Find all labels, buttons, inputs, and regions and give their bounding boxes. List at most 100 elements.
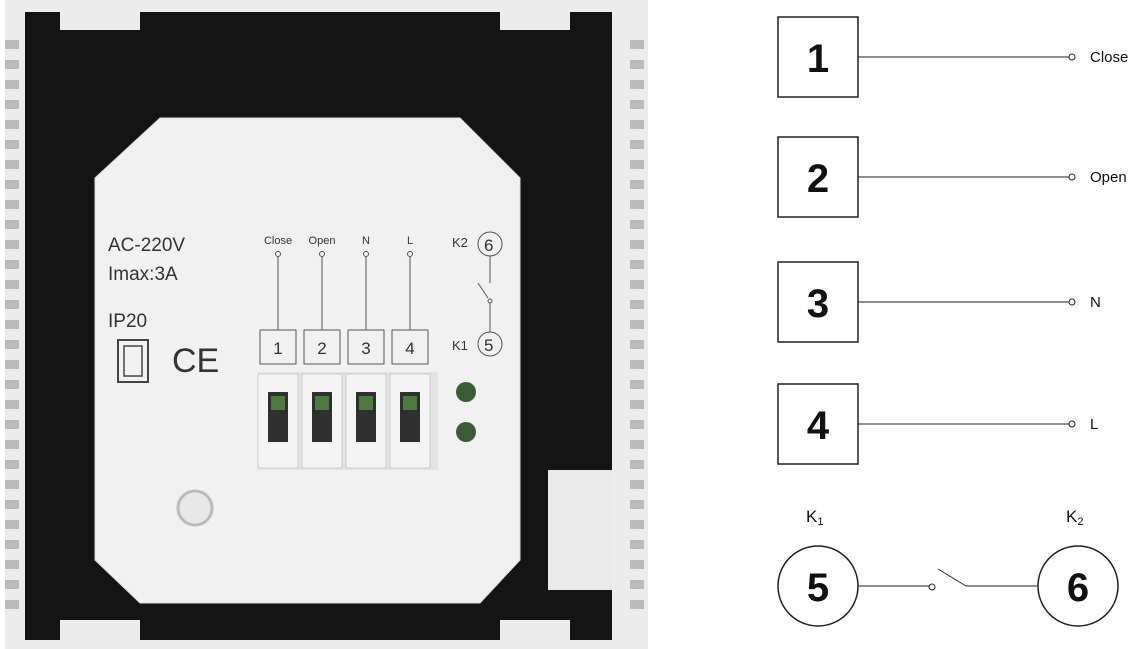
device-terminal-number: 1 <box>273 339 282 358</box>
wiring-module <box>94 117 521 604</box>
vent-slot <box>5 540 19 549</box>
vent-slot <box>630 340 644 349</box>
screw-hole <box>176 489 214 527</box>
current-rating: Imax:3A <box>108 264 178 285</box>
vent-slot <box>5 120 19 129</box>
wire-end <box>1068 298 1076 306</box>
vent-slot <box>630 280 644 289</box>
vent-slot <box>630 40 644 49</box>
vent-slot <box>5 440 19 449</box>
vent-slot <box>5 380 19 389</box>
vent-slot <box>630 520 644 529</box>
terminal-1-label: Close <box>1090 49 1128 66</box>
vent-slot <box>630 100 644 109</box>
terminal-4-label: L <box>1090 416 1098 433</box>
terminal-6-number: 6 <box>1067 566 1089 610</box>
vent-slot <box>630 180 644 189</box>
vent-slot <box>5 280 19 289</box>
vent-slot <box>630 60 644 69</box>
terminal-3-label: N <box>1090 294 1101 311</box>
device-k1-number: 5 <box>484 336 493 355</box>
vent-slot <box>630 560 644 569</box>
vent-slot <box>5 260 19 269</box>
k2-label: K2 <box>1066 507 1083 528</box>
vent-slot <box>630 360 644 369</box>
vent-slot <box>630 200 644 209</box>
terminal-5-number: 5 <box>807 566 829 610</box>
vent-slot <box>630 300 644 309</box>
switch-contact <box>928 583 936 591</box>
terminal-3-box <box>777 261 859 343</box>
vent-slot <box>5 160 19 169</box>
vent-slot <box>5 100 19 109</box>
vent-slot <box>5 500 19 509</box>
device-terminal-label: Open <box>309 235 336 247</box>
k1-label: K1 <box>806 507 823 528</box>
vent-slot <box>630 240 644 249</box>
vent-slot <box>630 500 644 509</box>
vent-slot <box>630 400 644 409</box>
vent-slot <box>5 420 19 429</box>
device-terminal-label: N <box>362 235 370 247</box>
vent-slot <box>5 80 19 89</box>
wire-end <box>1068 420 1076 428</box>
device-terminal-box <box>347 329 385 365</box>
vent-slot <box>5 560 19 569</box>
device-terminal-box <box>303 329 341 365</box>
terminal-3-number: 3 <box>807 282 829 326</box>
vent-slot <box>5 360 19 369</box>
vent-slot <box>630 160 644 169</box>
vent-slot <box>630 420 644 429</box>
device-terminal-number: 3 <box>361 339 370 358</box>
vent-slot <box>630 460 644 469</box>
vent-slot <box>5 240 19 249</box>
device-k2-label: K2 <box>452 235 468 250</box>
device-k2-number: 6 <box>484 236 493 255</box>
vent-slot <box>5 40 19 49</box>
vent-slot <box>630 140 644 149</box>
double-insulation-icon <box>117 339 149 383</box>
vent-slot <box>5 340 19 349</box>
vent-slot <box>5 140 19 149</box>
ground-screw <box>456 382 476 402</box>
vent-slot <box>630 80 644 89</box>
vent-slot <box>5 60 19 69</box>
wiring-diagram: 1 Close 2 Open 3 N 4 L <box>777 16 1128 465</box>
switch-blade <box>937 568 967 587</box>
terminal-2-label: Open <box>1090 169 1127 186</box>
ce-mark: CE <box>172 342 219 380</box>
device-terminal-box <box>259 329 297 365</box>
plate-cutout <box>548 470 612 590</box>
wire-end <box>1068 173 1076 181</box>
terminal-4-number: 4 <box>807 404 830 448</box>
vent-slot <box>630 380 644 389</box>
terminal-1-box <box>777 16 859 98</box>
relay-diagram: K1 K2 5 6 <box>777 507 1119 627</box>
terminal-2-number: 2 <box>807 157 829 201</box>
vent-slot <box>5 520 19 529</box>
vent-slot <box>630 440 644 449</box>
vent-slot <box>5 180 19 189</box>
vent-slot <box>5 300 19 309</box>
terminal-1-number: 1 <box>807 37 829 81</box>
vent-slot <box>630 260 644 269</box>
device-terminal-label: L <box>407 235 413 247</box>
vent-slot <box>630 120 644 129</box>
vent-slot <box>5 200 19 209</box>
vent-slot <box>5 580 19 589</box>
vent-slots <box>5 40 644 609</box>
ground-screw <box>456 422 476 442</box>
vent-slot <box>5 600 19 609</box>
vent-slot <box>630 320 644 329</box>
device-terminal-number: 4 <box>405 339 414 358</box>
device-terminal-label: Close <box>264 235 292 247</box>
vent-slot <box>630 600 644 609</box>
device-terminal-number: 2 <box>317 339 326 358</box>
ip-rating: IP20 <box>108 311 147 332</box>
vent-slot <box>5 220 19 229</box>
vent-slot <box>630 480 644 489</box>
vent-slot <box>630 220 644 229</box>
vent-slot <box>630 540 644 549</box>
vent-slot <box>5 320 19 329</box>
